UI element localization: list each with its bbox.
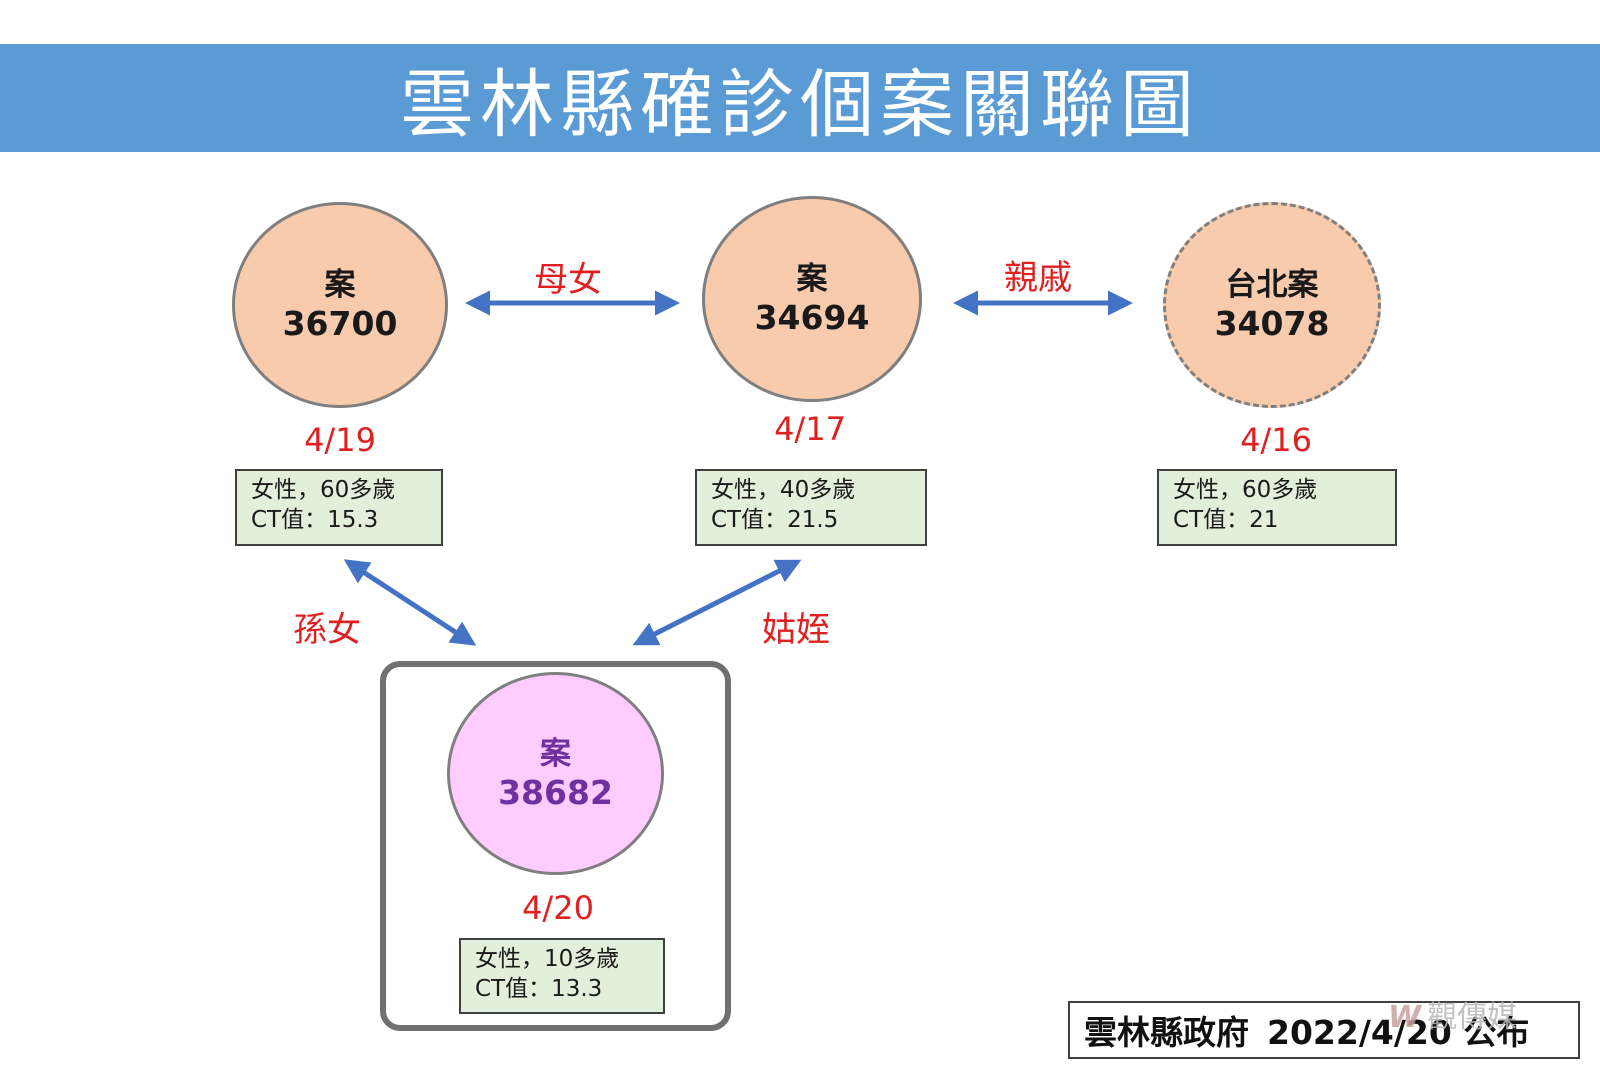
case-label: 案 (796, 261, 828, 297)
watermark-text: 觀傳媒 (1427, 1000, 1518, 1035)
ct-value: CT值：13.3 (475, 976, 603, 1002)
arrow-granddaughter (343, 559, 477, 646)
relation-aunt-niece: 姑姪 (762, 610, 830, 650)
relation-granddaughter: 孫女 (293, 610, 361, 650)
case-number: 34078 (1214, 304, 1330, 343)
case-number: 34694 (754, 298, 870, 337)
case-label: 案 (540, 735, 571, 772)
case-info-34078: 女性，60多歲 CT值：21 (1157, 469, 1397, 546)
case-label: 台北案 (1225, 267, 1319, 303)
publisher-name: 雲林縣政府 (1084, 1013, 1249, 1052)
ct-value: CT值：21.5 (711, 507, 839, 533)
case-label: 案 (324, 267, 356, 303)
gender-age: 女性，40多歲 (711, 477, 856, 503)
gender-age: 女性，60多歲 (251, 477, 396, 503)
case-date-36700: 4/19 (304, 421, 376, 459)
focus-case-frame (380, 661, 731, 1031)
case-info-34694: 女性，40多歲 CT值：21.5 (695, 469, 927, 546)
gender-age: 女性，10多歲 (475, 946, 620, 972)
case-date-34694: 4/17 (774, 410, 846, 448)
ct-value: CT值：21 (1173, 507, 1279, 533)
relation-relatives: 親戚 (1004, 258, 1072, 298)
case-date-34078: 4/16 (1240, 421, 1312, 459)
case-node-36700: 案 36700 (232, 202, 448, 408)
case-node-34078: 台北案 34078 (1163, 202, 1381, 408)
publish-date: 2022/4/20 公布 (1267, 1013, 1530, 1052)
title-banner: 雲林縣確診個案關聯圖 (0, 44, 1600, 152)
case-number: 36700 (282, 304, 398, 343)
case-info-36700: 女性，60多歲 CT值：15.3 (235, 469, 443, 546)
gender-age: 女性，60多歲 (1173, 477, 1318, 503)
case-number: 38682 (498, 772, 613, 812)
case-node-34694: 案 34694 (702, 196, 922, 402)
page-title: 雲林縣確診個案關聯圖 (400, 61, 1200, 148)
ct-value: CT值：15.3 (251, 507, 379, 533)
watermark-logo-icon: W (1388, 1000, 1422, 1035)
arrow-aunt-niece (632, 559, 802, 646)
relation-mother-daughter: 母女 (534, 260, 602, 300)
case-date-38682: 4/20 (522, 889, 594, 927)
publisher-footer: 雲林縣政府 2022/4/20 公布 (1068, 1001, 1580, 1059)
case-node-38682: 案 38682 (447, 672, 664, 875)
case-info-38682: 女性，10多歲 CT值：13.3 (459, 938, 665, 1014)
